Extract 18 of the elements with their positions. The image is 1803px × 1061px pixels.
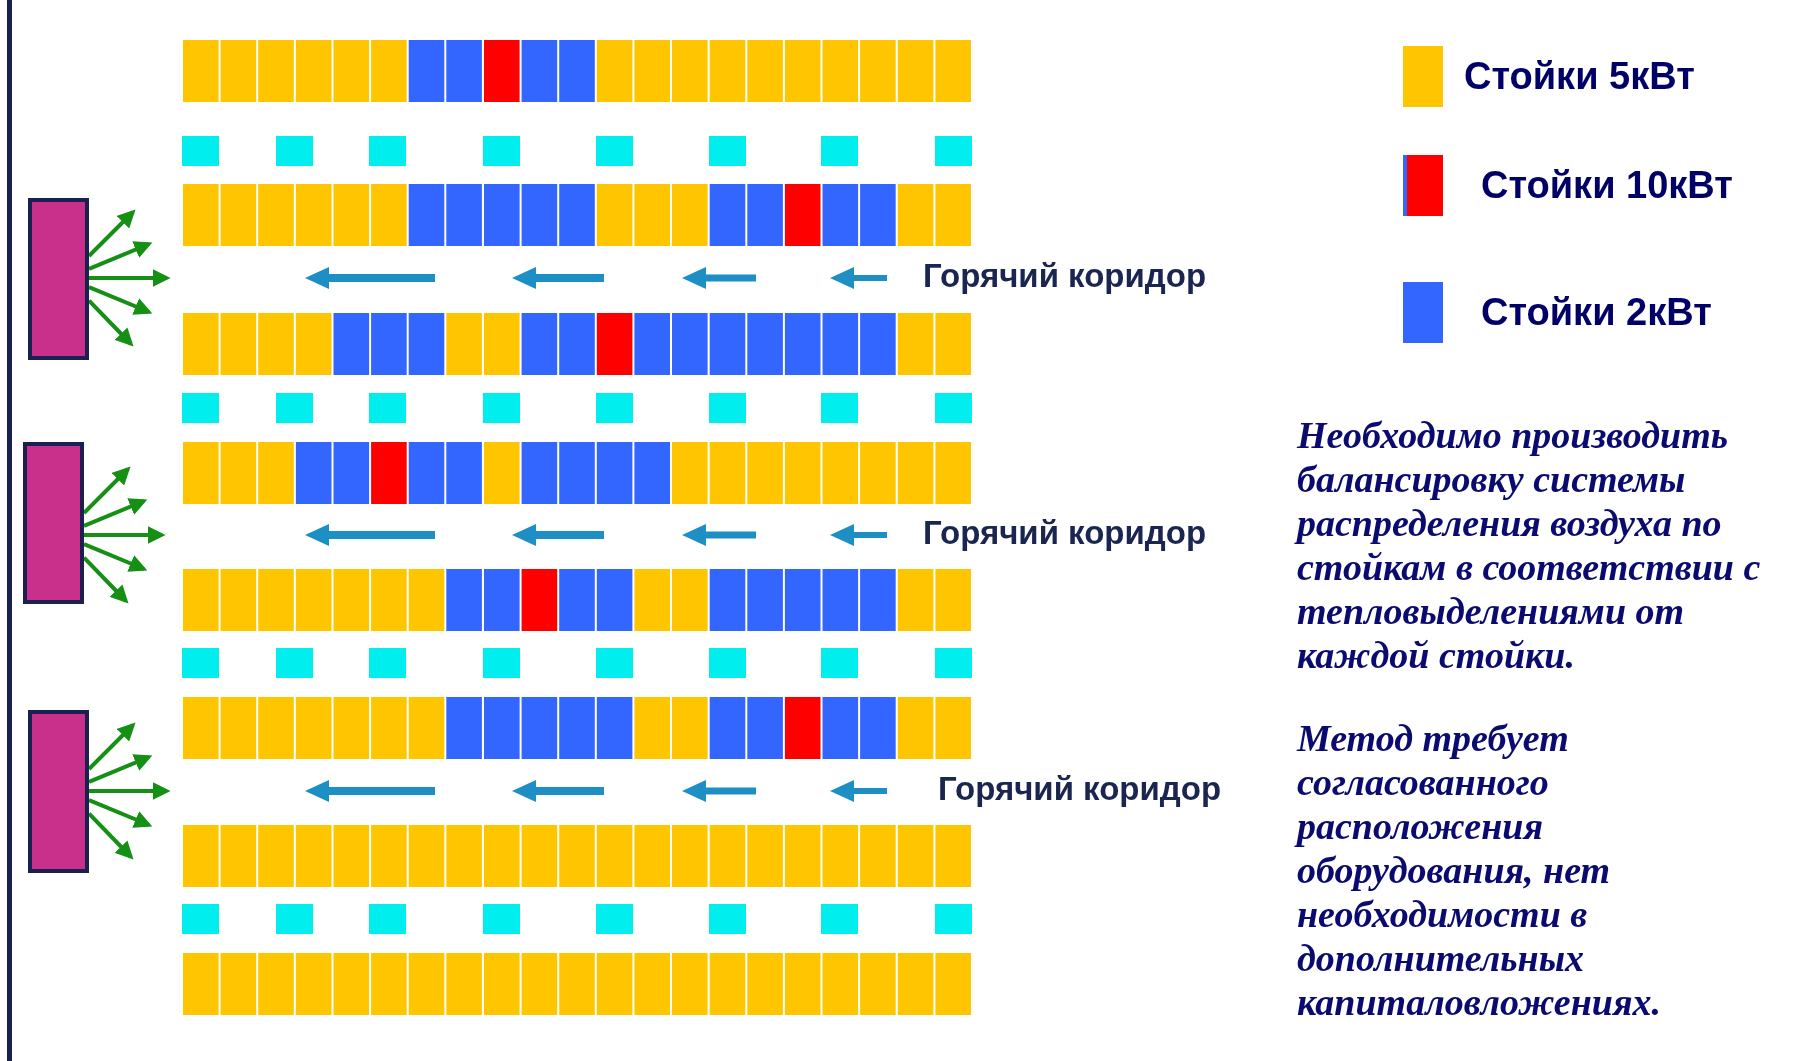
airflow-arrow [88, 285, 153, 315]
airflow-arrow [83, 542, 148, 572]
airflow-arrow [83, 498, 148, 528]
airflow-arrow [89, 269, 171, 287]
corridor-label: Горячий коридор [938, 771, 1222, 808]
legend-label: Стойки 5кВт [1464, 56, 1695, 98]
cooling-unit [28, 710, 89, 873]
cooling-unit [23, 442, 84, 604]
corridor-label: Горячий коридор [923, 515, 1207, 552]
legend-label: Стойки 10кВт [1481, 165, 1733, 207]
airflow-arrow [88, 241, 153, 271]
airflow-arrow [88, 754, 153, 784]
airflow-arrow [88, 798, 153, 828]
corridor-label: Горячий коридор [923, 258, 1207, 295]
airflow-arrow [84, 526, 166, 544]
legend-label: Стойки 2кВт [1481, 292, 1712, 334]
cooling-unit [28, 198, 89, 360]
airflow-arrow [89, 782, 171, 800]
